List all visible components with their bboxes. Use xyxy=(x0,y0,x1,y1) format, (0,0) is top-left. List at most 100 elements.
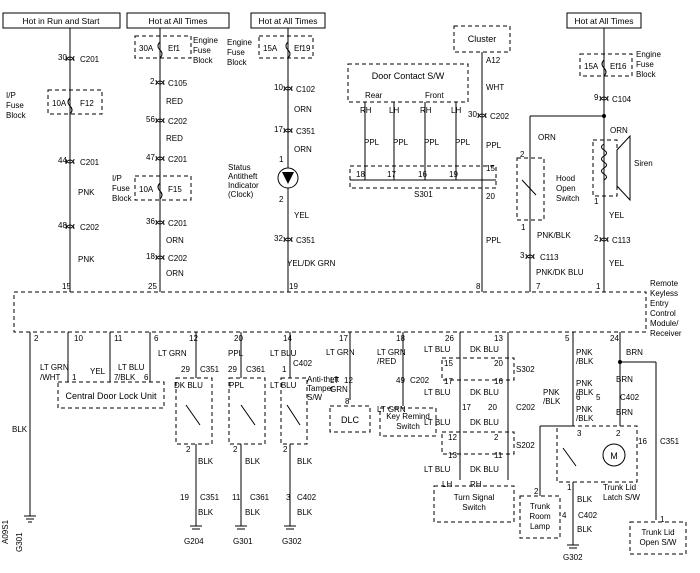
pin-7-cdl: 7 xyxy=(114,373,119,382)
wire-orn-2: ORN xyxy=(166,269,184,278)
wire-red-2: RED xyxy=(166,134,183,143)
turn-rh: RH xyxy=(470,480,482,489)
conn-c351-d: C351 xyxy=(200,493,220,502)
pin-19: 19 xyxy=(289,282,298,291)
door-front-rh: RH xyxy=(420,106,432,115)
pin-8-dlc: 8 xyxy=(345,397,350,406)
pin-2-sw3: 2 xyxy=(283,445,288,454)
wire-pnkblk-3: PNK/BLK xyxy=(576,379,594,397)
pin-1-c402: 1 xyxy=(282,365,287,374)
pin-44: 44 xyxy=(58,156,67,165)
trunk-room-lamp-box xyxy=(519,495,561,539)
wire-brn-1: BRN xyxy=(626,348,643,357)
pin-2-sw2: 2 xyxy=(233,445,238,454)
pin-10: 10 xyxy=(274,83,283,92)
door-rear-rh: RH xyxy=(360,106,372,115)
pin-2-latch: 2 xyxy=(616,429,621,438)
fuse-ef16-box xyxy=(579,53,633,77)
pin-20-c202: 20 xyxy=(488,403,497,412)
conn-c202-d: C202 xyxy=(490,112,510,121)
splice-s202: S202 xyxy=(516,441,535,450)
door-lock-switch-2 xyxy=(228,377,266,445)
pin-11-bot: 11 xyxy=(114,334,123,343)
wire-yel-siren-2: YEL xyxy=(609,259,625,268)
pin-1-latch: 1 xyxy=(567,483,572,492)
pin-2: 2 xyxy=(150,77,155,86)
hood-switch-box xyxy=(516,157,545,221)
conn-c361-b: C361 xyxy=(250,493,270,502)
siren-coil xyxy=(601,143,607,181)
fuse-f12-box xyxy=(47,89,103,115)
wire-pnkblk-5: PNK/BLK xyxy=(543,388,561,406)
wire-ltgrn-4: LT GRN xyxy=(377,405,406,414)
trunk-lid-open-box xyxy=(629,521,687,555)
fuse-f12-name: F12 xyxy=(80,99,94,108)
pin-3-c113: 3 xyxy=(520,251,525,260)
ground-g204: G204 xyxy=(184,537,204,546)
splice-s302: S302 xyxy=(516,365,535,374)
pin-29-a: 29 xyxy=(181,365,190,374)
conn-c201-c: C201 xyxy=(168,155,188,164)
fuse-f12-rating: 10A xyxy=(52,99,67,108)
conn-c113-b: C113 xyxy=(612,236,631,245)
pin-1-siren: 1 xyxy=(594,197,599,206)
pin-17-c202: 17 xyxy=(462,403,471,412)
pin-1-hood: 1 xyxy=(521,223,526,232)
pin-9: 9 xyxy=(594,93,599,102)
side-code: A09S1 xyxy=(1,519,10,544)
conn-c402-b: C402 xyxy=(297,493,317,502)
conn-c202-c: C202 xyxy=(168,254,188,263)
wire-blk-7: BLK xyxy=(297,508,313,517)
power-all-times-1-label: Hot at All Times xyxy=(148,16,207,26)
door-lock-switch-1 xyxy=(175,377,213,445)
pin-36: 36 xyxy=(146,217,155,226)
power-run-start-box xyxy=(2,12,121,29)
pin-20-s302: 20 xyxy=(494,359,503,368)
wire-ltgrn-wht: LT GRN/WHT xyxy=(40,363,69,382)
wire-blk-4: BLK xyxy=(297,457,313,466)
pin-6-bot: 6 xyxy=(154,334,159,343)
pin-32: 32 xyxy=(274,234,283,243)
cluster-box xyxy=(453,25,511,53)
tamper-switch xyxy=(280,377,308,445)
fuse-ef1-rating: 30A xyxy=(139,44,154,53)
cluster-label: Cluster xyxy=(468,34,497,44)
central-door-lock-label: Central Door Lock Unit xyxy=(65,391,157,401)
power-all-times-1-box xyxy=(126,12,230,29)
wire-orn-3: ORN xyxy=(294,105,312,114)
hood-switch-contact xyxy=(521,179,537,196)
pin-5-bot: 5 xyxy=(565,334,570,343)
pin-18-bot: 18 xyxy=(396,334,405,343)
fuse-f12-symbol xyxy=(67,97,73,115)
wire-pnkblk-4: PNK/BLK xyxy=(576,405,594,423)
wire-ltblu-1: LT BLU xyxy=(270,349,297,358)
conn-c113-a: C113 xyxy=(540,253,559,262)
pin-2-c113: 2 xyxy=(594,234,599,243)
conn-c202-a: C202 xyxy=(80,223,100,232)
pin-18: 18 xyxy=(146,252,155,261)
wire-dkblu-4: DK BLU xyxy=(470,418,499,427)
pin-2-s202: 2 xyxy=(494,433,499,442)
pin-13-s202: 13 xyxy=(448,451,457,460)
wire-ltblu-4: LT BLU xyxy=(424,388,451,397)
pin-2-hood: 2 xyxy=(520,150,525,159)
conn-c202-f: C202 xyxy=(516,403,536,412)
pin-3-latch: 3 xyxy=(577,429,582,438)
conn-c202-b: C202 xyxy=(168,117,188,126)
fuse-ef19-rating: 15A xyxy=(263,44,278,53)
wire-ppl-2: PPL xyxy=(486,236,502,245)
wire-ppl-3: PPL xyxy=(228,349,244,358)
power-all-times-2-label: Hot at All Times xyxy=(258,16,317,26)
wire-dkblu-5: DK BLU xyxy=(470,465,499,474)
splice-s301: S301 xyxy=(414,190,433,199)
wire-orn-1: ORN xyxy=(166,236,184,245)
fuse-f15-box xyxy=(134,175,192,201)
wire-dkblu-2: DK BLU xyxy=(470,345,499,354)
